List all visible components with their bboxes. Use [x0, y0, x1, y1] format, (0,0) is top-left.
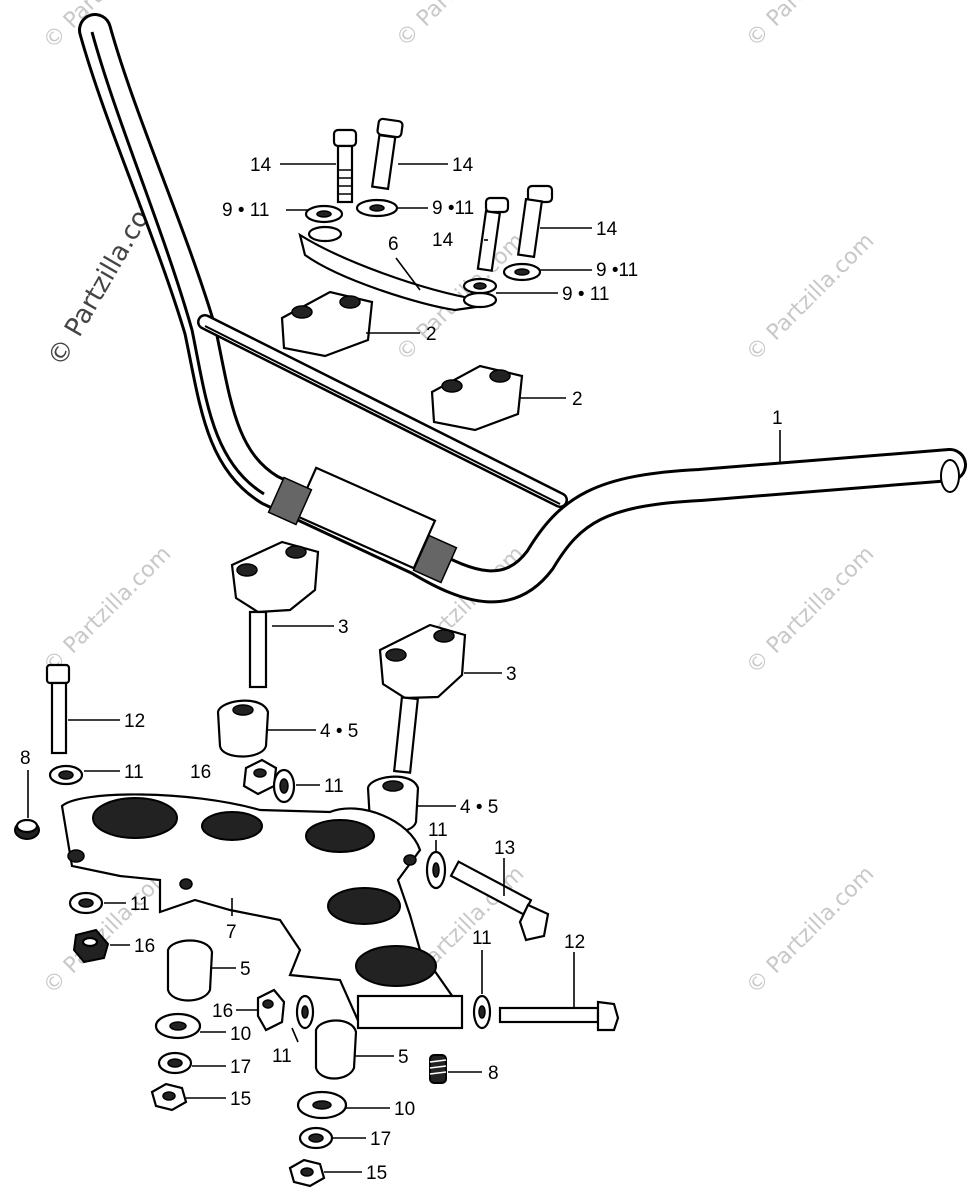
- callout-5: 5: [240, 959, 251, 980]
- watermark: © Partzilla.com: [39, 542, 177, 680]
- nut-16: [256, 988, 286, 1032]
- bolts-14: [332, 117, 554, 272]
- spring-8: [429, 1054, 447, 1084]
- lower-holders-3: [230, 540, 467, 774]
- lower-holder: [230, 540, 320, 689]
- callout-11: 11: [324, 776, 344, 797]
- watermark: © Partzilla.com: [742, 0, 880, 52]
- nut-16: [242, 758, 278, 796]
- upper-holders-2: [280, 290, 524, 432]
- callout-11: 11: [428, 820, 448, 841]
- callout-12: 12: [124, 711, 145, 732]
- callout-16: 16: [212, 1001, 233, 1022]
- callout-4-5: 4 • 5: [320, 721, 358, 742]
- callout-8: 8: [488, 1063, 499, 1084]
- washers-9-11: [304, 198, 542, 295]
- callout-8: 8: [20, 748, 31, 769]
- callout-1: 1: [772, 408, 783, 429]
- callout-9-11: 9 • 11: [222, 200, 270, 221]
- callout-9-11: 9 • 11: [562, 284, 610, 305]
- upper-holder: [430, 364, 524, 432]
- bolt: [516, 184, 554, 259]
- callout-9-11: 9 •11: [432, 198, 474, 219]
- cushion-5: [314, 1019, 358, 1080]
- callout-17: 17: [230, 1057, 251, 1078]
- callout-14: 14: [432, 230, 454, 251]
- upper-holder: [280, 290, 374, 358]
- callout-6: 6: [388, 234, 399, 255]
- watermark: © Partzilla.com: [742, 542, 880, 680]
- watermark: © Partzilla.com: [742, 229, 880, 367]
- callout-11: 11: [472, 928, 492, 949]
- callout-11: 11: [130, 894, 150, 915]
- callout-15: 15: [230, 1089, 251, 1110]
- watermark: © Partzilla.com: [39, 862, 177, 1000]
- callout-11: 11: [272, 1046, 292, 1067]
- callout-3: 3: [506, 664, 517, 685]
- callout-16: 16: [190, 762, 211, 783]
- callout-4-5: 4 • 5: [460, 797, 498, 818]
- bolt: [370, 117, 404, 191]
- nut-15: [150, 1082, 188, 1112]
- bolt-13: [449, 860, 550, 942]
- handlebar: [78, 13, 967, 604]
- top-bridge: [60, 793, 464, 1030]
- callout-2: 2: [572, 389, 583, 410]
- callout-12: 12: [564, 932, 585, 953]
- nut-16: [72, 928, 110, 964]
- cushion-5: [166, 939, 214, 1002]
- callout-14: 14: [596, 219, 618, 240]
- bolt-12-left: [45, 663, 71, 755]
- bolt: [476, 196, 510, 272]
- callout-15: 15: [366, 1163, 387, 1184]
- hardware: [14, 663, 620, 1188]
- lower-holder: [378, 623, 467, 774]
- callout-10: 10: [230, 1024, 251, 1045]
- callout-14: 14: [250, 155, 272, 176]
- watermark: © Partzilla.com: [392, 0, 530, 52]
- callout-3: 3: [338, 617, 349, 638]
- callout-9-11: 9 •11: [596, 260, 638, 281]
- bolt: [332, 128, 358, 204]
- callout-16: 16: [134, 936, 155, 957]
- clamp-plate: [298, 225, 498, 312]
- callout-labels: 14 14 14 14 9 • 11 9 •11 9 •11 9 • 11 6 …: [20, 155, 783, 1184]
- bolt-12-right: [498, 1000, 620, 1032]
- callout-13: 13: [494, 838, 515, 859]
- callout-7: 7: [226, 922, 237, 943]
- callout-14: 14: [452, 155, 474, 176]
- callout-10: 10: [394, 1099, 415, 1120]
- nut-15: [288, 1158, 326, 1188]
- callout-11: 11: [124, 762, 144, 783]
- leader-lines: [27, 163, 781, 1173]
- callout-5: 5: [398, 1047, 409, 1068]
- callout-17: 17: [370, 1129, 391, 1150]
- spring-8: [14, 818, 40, 840]
- watermark: © Partzilla.com: [742, 862, 880, 1000]
- callout-2: 2: [426, 324, 437, 345]
